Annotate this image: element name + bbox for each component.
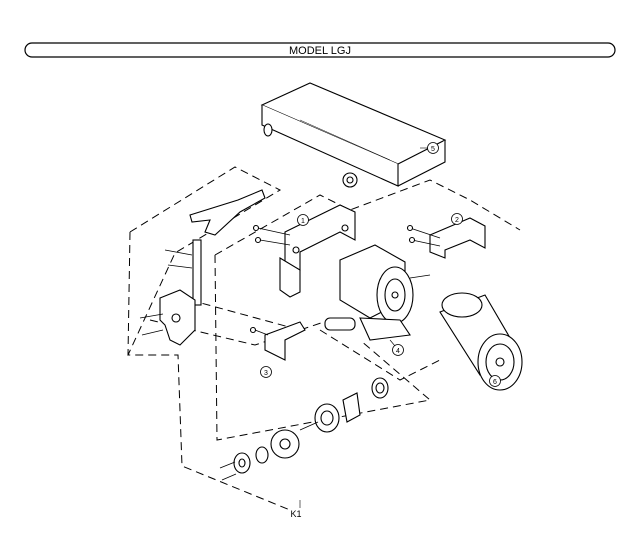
kit-label: K1 (290, 500, 302, 519)
gear-reducer (324, 244, 431, 341)
svg-text:5: 5 (431, 146, 435, 153)
callout-6: 6 (489, 375, 501, 387)
callout-2: 2 (451, 213, 463, 225)
callout-1: 1 (297, 214, 309, 226)
callout-4: 4 (389, 339, 404, 356)
mounting-bracket-1 (252, 204, 356, 298)
header-banner: MODEL LGJ (24, 42, 616, 58)
mounting-bracket-3 (249, 321, 306, 361)
drive-components (219, 377, 389, 481)
svg-text:1: 1 (301, 218, 305, 225)
svg-text:K1: K1 (290, 509, 301, 519)
callout-3: 3 (260, 366, 272, 378)
callout-5: 5 (420, 142, 439, 154)
svg-text:3: 3 (264, 370, 268, 377)
header-title: MODEL LGJ (289, 45, 351, 57)
motor (439, 292, 523, 391)
svg-text:2: 2 (455, 217, 459, 224)
left-bracket-parts (139, 189, 266, 346)
control-box (260, 82, 447, 188)
svg-text:4: 4 (396, 348, 400, 355)
mounting-bracket-2 (406, 217, 486, 259)
svg-text:6: 6 (493, 379, 497, 386)
